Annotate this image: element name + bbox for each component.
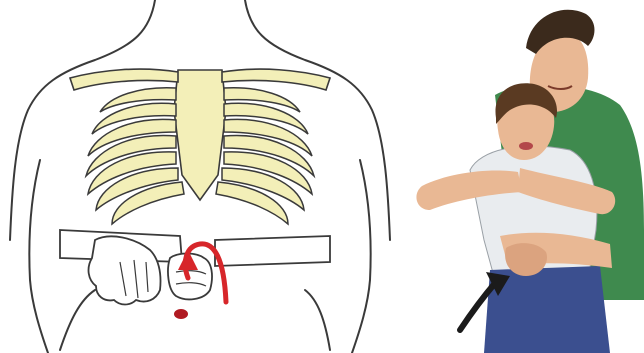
right-ribs	[216, 88, 314, 224]
left-clavicle	[70, 69, 178, 90]
rescuer-and-victim	[400, 0, 644, 353]
left-ribs	[86, 88, 184, 224]
dot-icon	[174, 309, 188, 319]
anatomy-illustration	[0, 0, 400, 353]
right-clavicle	[222, 69, 330, 90]
torso-figure	[0, 0, 400, 353]
heimlich-scene	[400, 0, 644, 353]
sternum	[174, 70, 226, 200]
ribcage	[70, 69, 330, 224]
